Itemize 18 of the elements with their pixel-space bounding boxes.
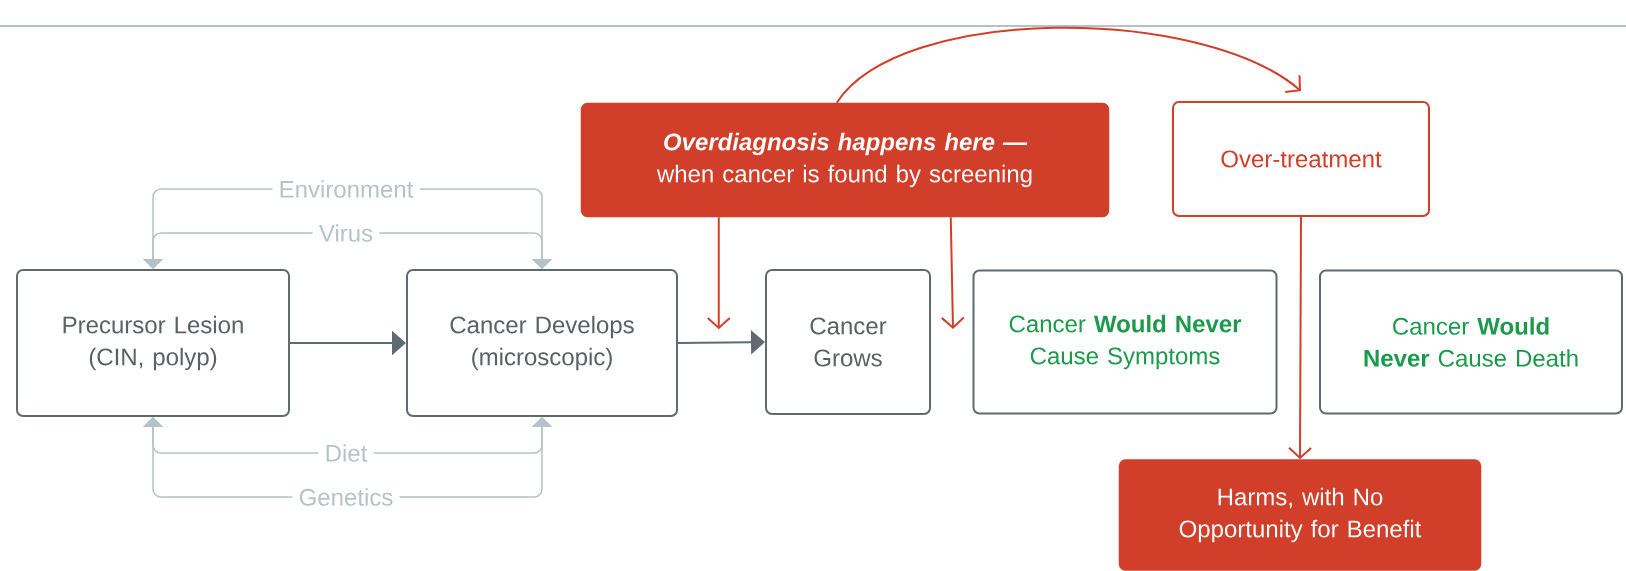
process-box: Cancer Grows xyxy=(765,269,931,415)
callout-box: Overdiagnosis happens here — when cancer is found by screening xyxy=(580,102,1110,218)
process-box: Over-treatment xyxy=(1172,101,1430,217)
factor-label: Environment xyxy=(280,180,414,198)
outcome-box: Cancer Would Never Cause Symptoms xyxy=(972,269,1278,415)
factor-label: Virus xyxy=(319,224,373,242)
outcome-box: Cancer Would Never Cause Death xyxy=(1319,269,1623,415)
arrow xyxy=(835,26,1301,104)
arrow xyxy=(706,216,731,330)
factor-label: Genetics xyxy=(299,488,393,506)
process-box: Precursor Lesion (CIN, polyp) xyxy=(16,269,290,417)
factor-label: Diet xyxy=(326,444,368,462)
callout-box: Harms, with No Opportunity for Benefit xyxy=(1118,459,1482,571)
process-box: Cancer Develops (microscopic) xyxy=(406,269,678,417)
arrow xyxy=(142,417,294,498)
arrow xyxy=(940,216,965,329)
arrow xyxy=(378,232,553,269)
arrow xyxy=(1288,216,1313,460)
